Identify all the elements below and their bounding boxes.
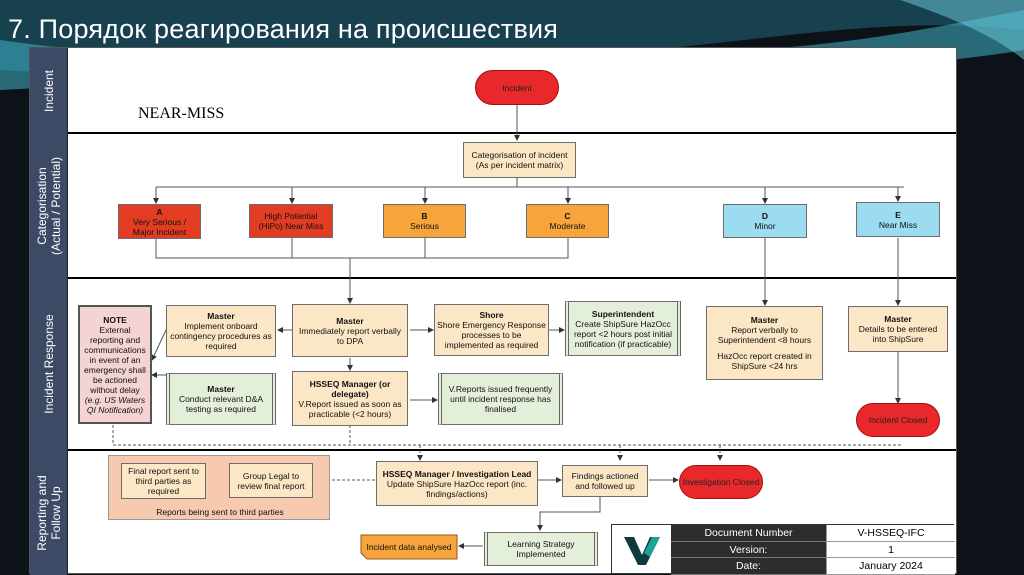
categorisation-node: Categorisation of incident(As per incide… (463, 142, 576, 178)
final-report-node: Final report sent to third parties as re… (121, 463, 206, 499)
reports-third-parties-label: Reports being sent to third parties (156, 507, 284, 517)
vreports-node: V.Reports issued frequently until incide… (438, 373, 563, 425)
hsseq-manager-node: HSSEQ Manager (or delegate)V.Report issu… (292, 371, 408, 426)
company-logo (612, 525, 671, 575)
note-box: NOTE External reporting and communicatio… (78, 305, 152, 424)
lane-reporting: Reporting and Follow Up (30, 450, 68, 575)
lane-categorisation-label: Categorisation (Actual / Potential) (34, 156, 63, 255)
group-legal-node: Group Legal to review final report (229, 463, 313, 498)
lane-incident: Incident (30, 48, 68, 133)
lane-divider (68, 277, 956, 279)
lane-categorisation: Categorisation (Actual / Potential) (30, 133, 68, 278)
near-miss-label: NEAR-MISS (138, 105, 225, 122)
investigation-closed-node: Investigation Closed (679, 465, 763, 499)
lane-reporting-label: Reporting and Follow Up (34, 474, 63, 551)
findings-node: Findings actioned and followed up (562, 465, 648, 497)
incident-closed-node: Incident Closed (856, 403, 940, 437)
slide-title: 7. Порядок реагирования на происшествия (8, 14, 559, 44)
doc-row-version: Version:1 (671, 541, 955, 559)
doc-row-date: Date:January 2024 (671, 558, 955, 575)
incident-node: Incident (475, 70, 559, 105)
lane-divider (68, 449, 956, 451)
hipo-near-miss-node: High Potential (HiPo) Near Miss (249, 204, 333, 238)
incident-data-label: Incident data analysed (366, 542, 451, 552)
lane-divider (68, 132, 956, 134)
lane-incident-response: Incident Response (30, 278, 68, 450)
incident-data-node: Incident data analysed (360, 534, 458, 560)
learning-strategy-node: Learning Strategy Implemented (484, 532, 598, 566)
